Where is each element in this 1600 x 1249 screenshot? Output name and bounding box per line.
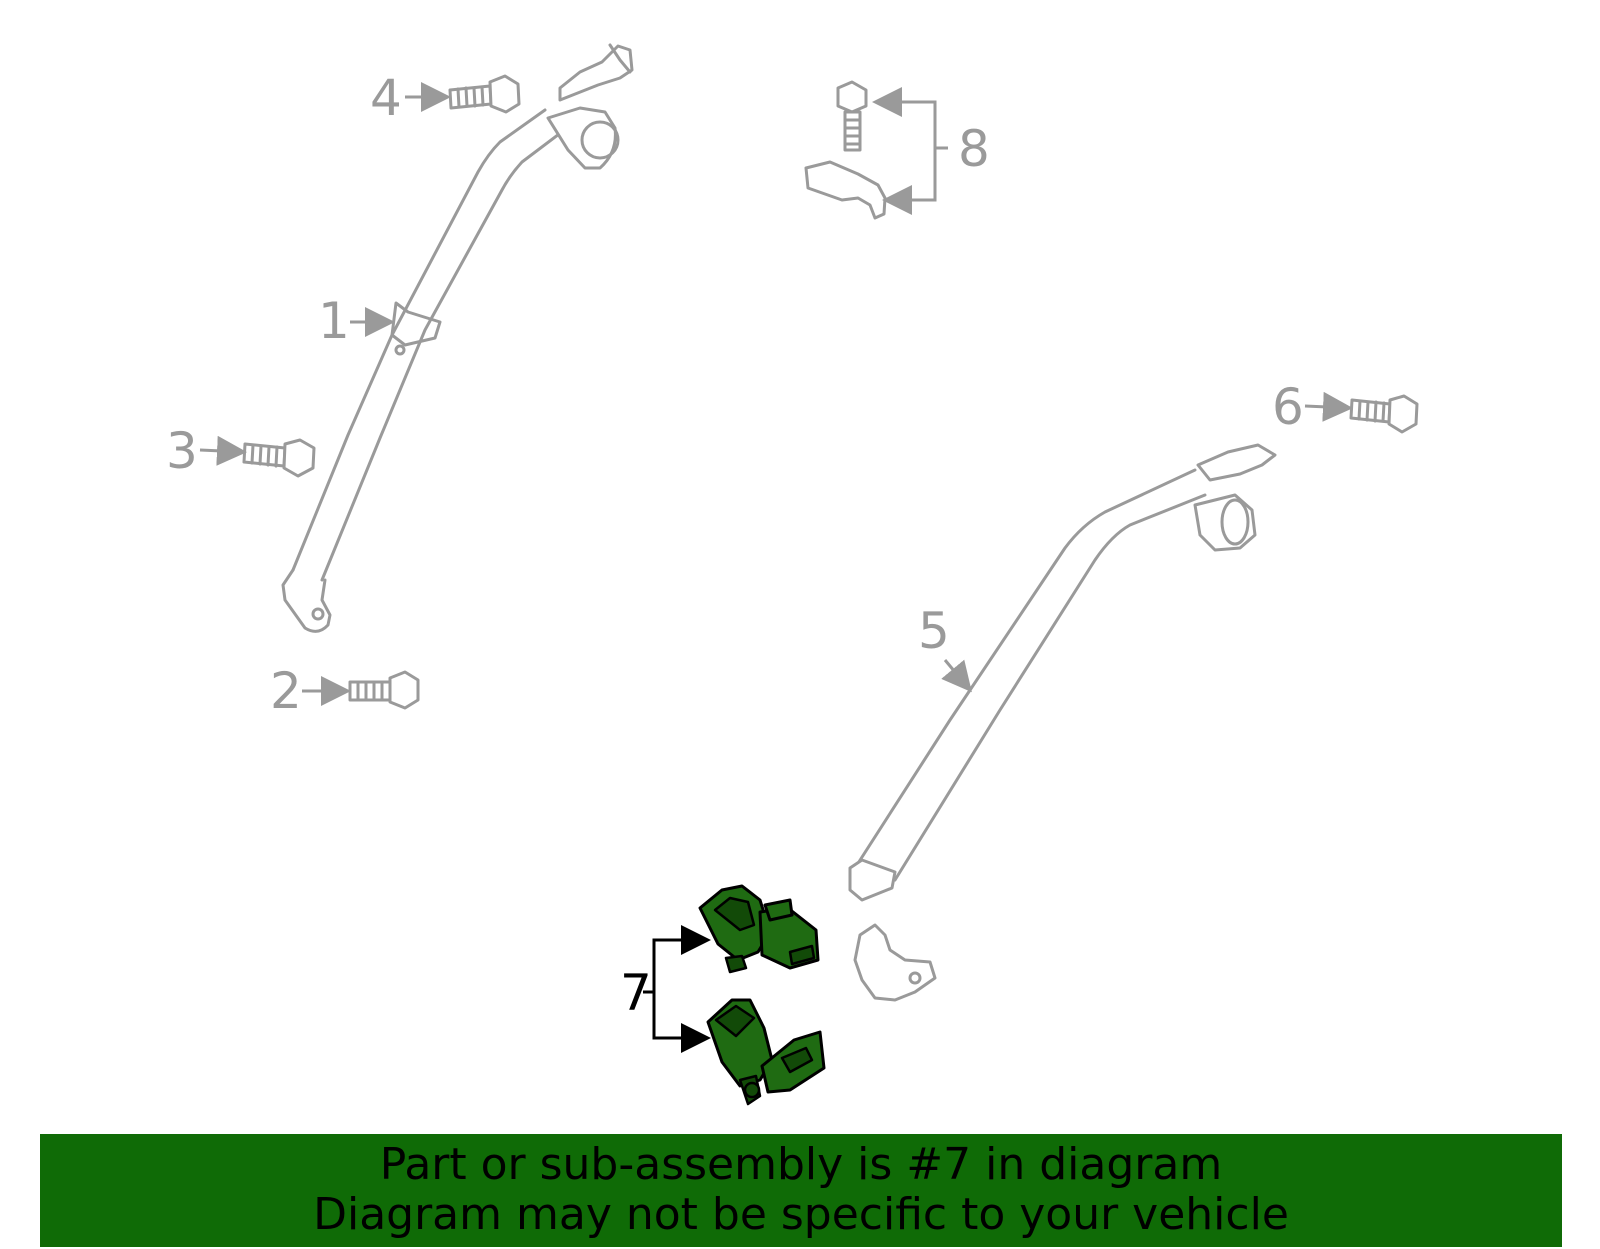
callout-1: 1 bbox=[318, 292, 350, 350]
callout-6: 6 bbox=[1272, 378, 1304, 436]
part-3-bolt[interactable] bbox=[242, 438, 316, 478]
part-4-bolt[interactable] bbox=[448, 74, 521, 114]
banner-line-1: Part or sub-assembly is #7 in diagram bbox=[379, 1139, 1223, 1190]
part-5-seatbelt-right[interactable] bbox=[848, 443, 1277, 1002]
part-8-bolt-and-anchor[interactable] bbox=[804, 80, 887, 220]
part-6-bolt[interactable] bbox=[1349, 394, 1419, 434]
callout-8: 8 bbox=[958, 120, 990, 178]
callout-2: 2 bbox=[270, 662, 302, 720]
callout-3: 3 bbox=[166, 422, 198, 480]
info-banner: Part or sub-assembly is #7 in diagram Di… bbox=[40, 1134, 1562, 1247]
part-2-bolt[interactable] bbox=[348, 670, 420, 710]
part-7-buckle-upper[interactable] bbox=[698, 884, 820, 974]
callout-4: 4 bbox=[370, 69, 402, 127]
callout-5: 5 bbox=[918, 602, 950, 660]
part-7-buckle-lower[interactable] bbox=[706, 998, 826, 1106]
banner-line-2: Diagram may not be specific to your vehi… bbox=[313, 1189, 1289, 1240]
